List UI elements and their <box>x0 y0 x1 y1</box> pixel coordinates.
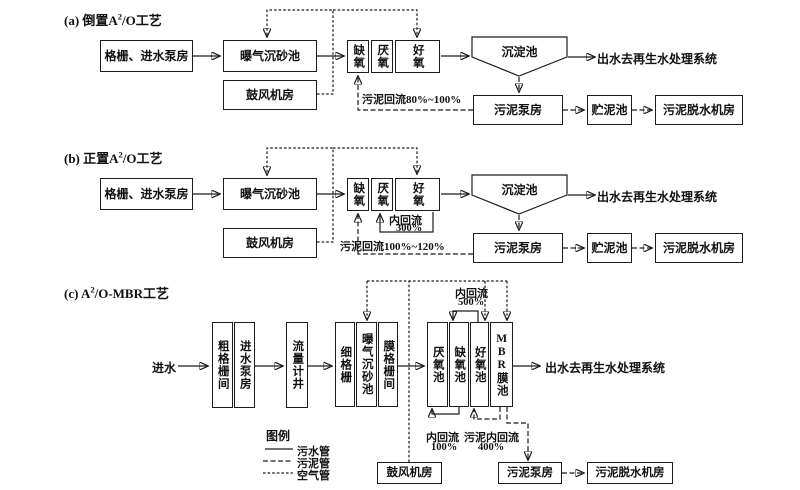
effluent-label: 出水去再生水处理系统 <box>597 52 718 66</box>
internal-recycle-label: 内回流 <box>389 215 422 227</box>
legend-air-label: 空气管 <box>297 470 330 482</box>
node-aerated-grit-tank: 曝气沉砂池 <box>223 40 317 72</box>
legend-sewage-label: 污水管 <box>297 446 330 458</box>
section-a-title: (a) 倒置A2/O工艺 <box>64 11 162 28</box>
air-pipe <box>267 147 334 243</box>
bottom-internal-recycle-label: 内回流 <box>426 432 459 444</box>
node-sludge-dewatering-room: 污泥脱水机房 <box>655 95 743 125</box>
sedimentation-tank-shape <box>471 174 568 215</box>
cell-aerated-grit-tank: 曝气沉砂池 <box>356 322 377 407</box>
cell-anoxic-tank: 缺氧池 <box>449 322 469 407</box>
section-b-wires <box>193 147 652 255</box>
cell-anoxic: 缺氧 <box>347 40 369 73</box>
node-screen-inlet-pump: 格栅、进水泵房 <box>100 178 193 210</box>
cell-oxic: 好氧 <box>395 40 440 73</box>
top-internal-recycle-pct: 500% <box>458 297 485 308</box>
node-sludge-dewatering-room: 污泥脱水机房 <box>587 462 673 484</box>
bottom-internal-recycle-pipe <box>432 407 460 414</box>
legend-sludge-label: 污泥管 <box>297 458 330 470</box>
cell-oxic-tank: 好氧池 <box>470 322 489 407</box>
air-pipe <box>267 9 334 95</box>
top-internal-recycle-label: 内回流 <box>455 288 488 300</box>
cell-fine-screen: 细格栅 <box>335 322 355 407</box>
cell-oxic: 好氧 <box>395 178 440 211</box>
sludge-internal-recycle-pipe <box>474 407 501 420</box>
node-screen-inlet-pump: 格栅、进水泵房 <box>100 40 193 72</box>
sludge-return-pipe <box>358 214 473 255</box>
section-c-title: (c) A2/O-MBR工艺 <box>64 284 169 301</box>
section-b-title: (b) 正置A2/O工艺 <box>64 149 163 166</box>
cell-membrane-screen-room: 膜格栅间 <box>378 322 398 407</box>
node-sludge-storage-tank: 贮泥池 <box>587 95 632 125</box>
cell-anaerobic: 厌氧 <box>371 40 393 73</box>
internal-recycle-pct: 300% <box>396 223 423 234</box>
influent-label: 进水 <box>152 361 177 375</box>
node-sludge-pump-room: 污泥泵房 <box>498 462 562 484</box>
sludge-internal-recycle-pct: 400% <box>478 442 505 453</box>
cell-coarse-screen-room: 粗格栅间 <box>212 322 233 408</box>
cell-anaerobic-tank: 厌氧池 <box>427 322 448 407</box>
node-sludge-dewatering-room: 污泥脱水机房 <box>655 233 743 263</box>
node-sedimentation-tank-label: 沉淀池 <box>501 183 538 197</box>
waste-sludge-pipe <box>506 407 528 460</box>
cell-inlet-pump-room: 进水泵房 <box>234 322 255 408</box>
node-sludge-pump-room: 污泥泵房 <box>473 233 563 263</box>
sludge-return-label: 污泥回流100%~120% <box>340 241 445 253</box>
sludge-internal-recycle-label: 污泥内回流 <box>464 432 519 444</box>
internal-recycle-pipe <box>380 212 434 233</box>
node-flow-meter-well: 流量计井 <box>286 322 308 408</box>
node-aerated-grit-tank: 曝气沉砂池 <box>223 178 317 210</box>
node-blower-room: 鼓风机房 <box>377 462 442 484</box>
effluent-label: 出水去再生水处理系统 <box>597 190 718 204</box>
node-blower-room: 鼓风机房 <box>223 80 317 110</box>
top-internal-recycle-pipe <box>453 310 479 322</box>
section-a-wires <box>193 9 652 111</box>
node-sludge-storage-tank: 贮泥池 <box>587 233 632 263</box>
cell-mbr-membrane-tank: MBR膜池 <box>490 322 513 407</box>
air-pipe <box>333 9 417 37</box>
node-sedimentation-tank-label: 沉淀池 <box>501 45 538 59</box>
sedimentation-tank-shape <box>471 36 568 77</box>
section-c-wires <box>178 280 584 473</box>
cell-anoxic: 缺氧 <box>347 178 369 211</box>
legend-title: 图例 <box>266 429 291 443</box>
node-sludge-pump-room: 污泥泵房 <box>473 95 563 125</box>
node-blower-room: 鼓风机房 <box>223 228 317 258</box>
bottom-internal-recycle-pct: 100% <box>431 442 458 453</box>
air-pipe <box>333 147 417 174</box>
cell-anaerobic: 厌氧 <box>371 178 393 211</box>
effluent-label: 出水去再生水处理系统 <box>545 361 666 375</box>
sludge-return-label: 污泥回流80%~100% <box>362 94 462 106</box>
sludge-return-pipe <box>358 76 473 111</box>
